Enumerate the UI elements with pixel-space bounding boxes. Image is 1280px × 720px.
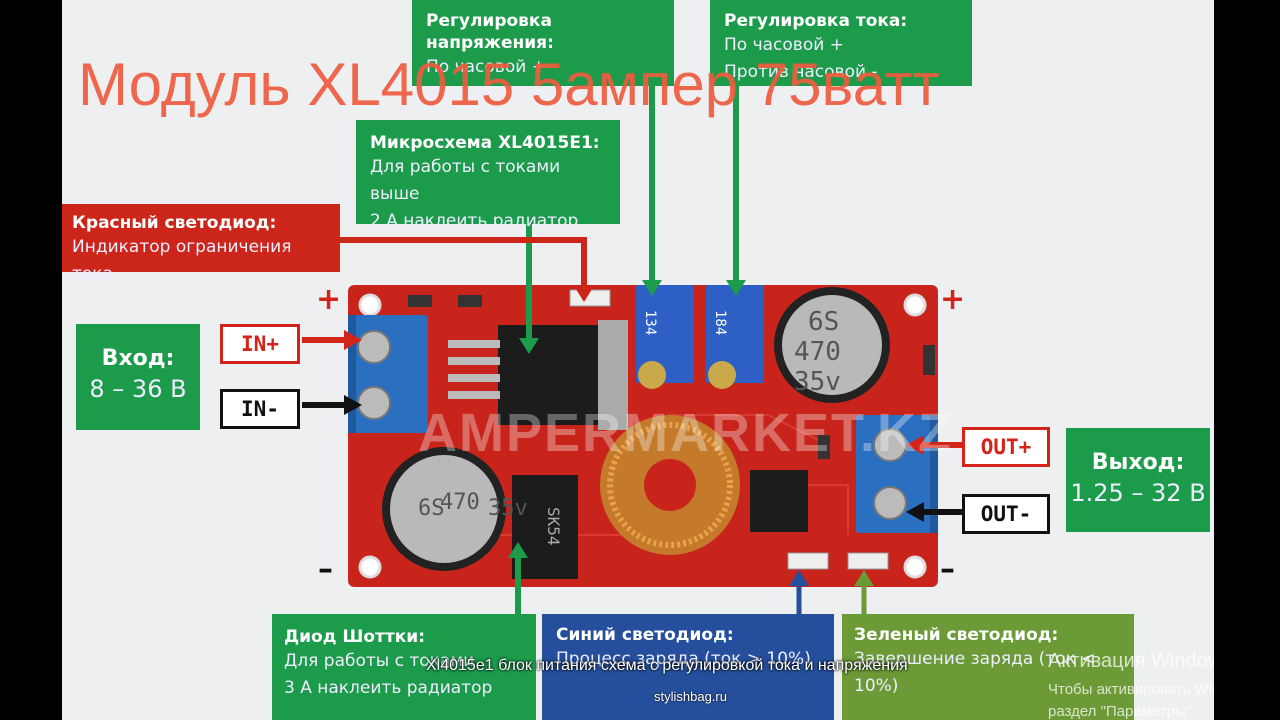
- blue-led-line1: Процесс заряда (ток > 10%): [556, 649, 811, 669]
- voltage-adjust-callout: Регулировка напряжения: По часовой + Про…: [412, 0, 674, 104]
- schottky-line2: 3 А наклеить радиатор: [284, 678, 493, 698]
- activation-line2: Чтобы активировать Windows: [1048, 681, 1214, 698]
- out-plus-label: OUT+: [962, 427, 1050, 467]
- out-minus-label: OUT-: [962, 494, 1050, 534]
- output-callout: Выход: 1.25 – 32 В: [1066, 428, 1210, 532]
- diode-marking: SK54: [544, 507, 563, 546]
- output-value: 1.25 – 32 В: [1070, 479, 1206, 507]
- video-subtitle: Xl4015e1 блок питания схема с регулировк…: [426, 657, 908, 674]
- cap-right-line2: 470: [794, 337, 841, 367]
- blue-led-callout: Синий светодиод: Процесс заряда (ток > 1…: [542, 614, 834, 720]
- voltage-adjust-title: Регулировка напряжения:: [426, 11, 554, 53]
- red-led-callout: Красный светодиод: Индикатор ограничения…: [62, 204, 340, 284]
- red-led-title: Красный светодиод:: [72, 213, 277, 233]
- current-adjust-line1: По часовой +: [724, 35, 844, 55]
- diagram-stage: 6S 470 35v 6S 470 35v SK54 134 184 + + –…: [62, 0, 1214, 720]
- pcb-board: 6S 470 35v 6S 470 35v SK54 134 184: [348, 285, 938, 587]
- activation-line1: Активация Windows: [1048, 650, 1214, 672]
- chip-line1: Для работы с токами выше: [370, 157, 561, 204]
- trim1-marking: 134: [642, 310, 658, 335]
- schottky-line1: Для работы с токами: [284, 651, 475, 671]
- blue-led-title: Синий светодиод:: [556, 625, 734, 645]
- schottky-title: Диод Шоттки:: [284, 627, 426, 647]
- input-value: 8 – 36 В: [89, 375, 187, 403]
- green-led-callout: Зеленый светодиод: Завершение заряда (то…: [842, 614, 1134, 720]
- green-led-title: Зеленый светодиод:: [854, 625, 1059, 645]
- green-led-line1: Завершение заряда (ток < 10%): [854, 649, 1096, 696]
- cap-left-line3: 35v: [488, 496, 528, 521]
- current-adjust-title: Регулировка тока:: [724, 11, 908, 31]
- in-minus-mark: –: [318, 552, 333, 587]
- chip-line2: 2 А наклеить радиатор: [370, 211, 579, 231]
- cap-left-line2: 470: [440, 490, 480, 515]
- in-minus-label: IN-: [220, 389, 300, 429]
- output-title: Выход:: [1091, 450, 1185, 475]
- current-adjust-line2: Против часовой -: [724, 62, 878, 82]
- red-led-line1: Индикатор ограничения тока: [72, 237, 292, 284]
- out-minus-mark: –: [940, 552, 955, 587]
- cap-right-line3: 35v: [794, 367, 841, 397]
- chip-title: Микросхема XL4015E1:: [370, 133, 600, 153]
- in-plus-label: IN+: [220, 324, 300, 364]
- voltage-adjust-line1: По часовой +: [426, 57, 546, 77]
- out-plus-mark: +: [940, 282, 966, 317]
- cap-left-line1: 6S: [418, 496, 445, 521]
- in-plus-mark: +: [316, 282, 342, 317]
- connector-lines: [302, 64, 962, 614]
- schottky-callout: Диод Шоттки: Для работы с токами 3 А нак…: [272, 614, 536, 720]
- trim2-marking: 184: [712, 310, 728, 335]
- current-adjust-callout: Регулировка тока: По часовой + Против ча…: [710, 0, 972, 86]
- input-callout: Вход: 8 – 36 В: [76, 324, 200, 430]
- activation-line3: раздел "Параметры".: [1048, 703, 1196, 720]
- page-title: Модуль XL4015 5ампер 75ватт: [78, 51, 940, 118]
- chip-callout: Микросхема XL4015E1: Для работы с токами…: [356, 120, 620, 231]
- input-title: Вход:: [101, 346, 175, 371]
- site-credit: stylishbag.ru: [654, 689, 727, 704]
- voltage-adjust-line2: Против часовой -: [426, 84, 580, 104]
- watermark: AMPERMARKET.KZ: [418, 403, 953, 463]
- cap-right-line1: 6S: [808, 307, 839, 337]
